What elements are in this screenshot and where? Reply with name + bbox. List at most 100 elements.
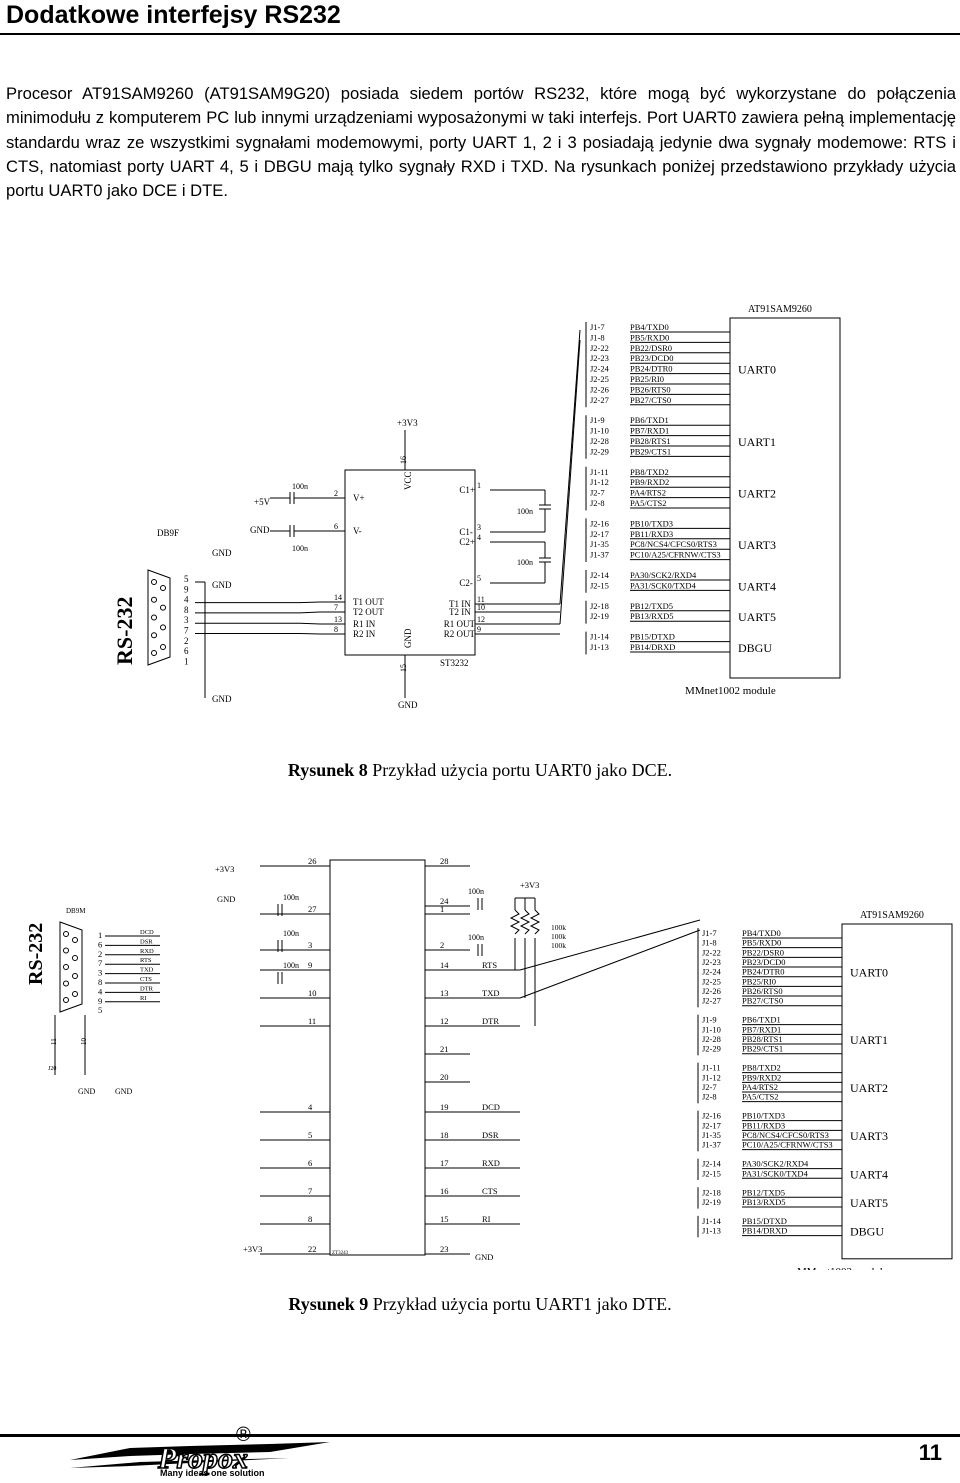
port-pin-label: PB28/RTS1 bbox=[742, 1034, 783, 1044]
ground-label: GND bbox=[250, 525, 270, 535]
connector-pin-label: J2-25 bbox=[702, 976, 721, 986]
wire bbox=[559, 339, 581, 625]
db9-signal-label: DCD bbox=[140, 929, 154, 936]
db9-pin bbox=[151, 579, 157, 585]
ground-label: GND bbox=[212, 580, 232, 590]
ic-pin-name: T2 OUT bbox=[353, 607, 384, 617]
supply-label: +3V3 bbox=[243, 1244, 262, 1254]
ic-pin-name: T1 OUT bbox=[353, 597, 384, 607]
ic-pin-name: R2 IN bbox=[353, 629, 376, 639]
ic-pin-number: 4 bbox=[477, 533, 481, 542]
ic-pin-number: 19 bbox=[440, 1102, 449, 1112]
port-pin-label: PB22/DSR0 bbox=[742, 947, 784, 957]
ic-pin-number: 5 bbox=[308, 1130, 312, 1140]
db9-pin-number: 4 bbox=[98, 986, 103, 996]
port-pin-label: PB22/DSR0 bbox=[630, 343, 672, 353]
connector-pin-label: J1-12 bbox=[590, 477, 609, 487]
db9-pin-number: 3 bbox=[184, 615, 189, 625]
ic-signal-label: DCD bbox=[482, 1102, 500, 1112]
uart-label-uart1: UART1 bbox=[738, 435, 776, 449]
ic-pin-number: 7 bbox=[308, 1186, 312, 1196]
resistor bbox=[519, 909, 531, 935]
db9-label: DB9F bbox=[157, 528, 179, 538]
uart-label-dbgu: DBGU bbox=[738, 641, 772, 655]
port-pin-label: PA30/SCK2/RXD4 bbox=[630, 570, 697, 580]
port-pin-label: PC10/A25/CFRNW/CTS3 bbox=[742, 1140, 833, 1150]
port-pin-label: PB10/TXD3 bbox=[630, 518, 673, 528]
cap-value: 100n bbox=[517, 558, 533, 567]
ground-label: GND bbox=[78, 1087, 96, 1096]
db9-pin bbox=[72, 937, 78, 943]
connector-pin-label: J1-11 bbox=[590, 467, 609, 477]
db9-signal-label: TXD bbox=[140, 967, 154, 974]
port-pin-label: PB11/RXD3 bbox=[630, 529, 673, 539]
ground-label: GND bbox=[475, 1252, 493, 1262]
connector-pin-label: J2-15 bbox=[702, 1168, 721, 1178]
ic-pin-name: V- bbox=[353, 526, 362, 536]
port-pin-label: PB26/RTS0 bbox=[630, 384, 671, 394]
cap-value: 100n bbox=[517, 507, 533, 516]
ic-pin-number: 10 bbox=[477, 603, 485, 612]
port-pin-label: PB10/TXD3 bbox=[742, 1111, 785, 1121]
port-pin-label: PB6/TXD1 bbox=[630, 415, 669, 425]
figure-caption-2: Rysunek 9 Przykład użycia portu UART1 ja… bbox=[0, 1294, 960, 1315]
ic-signal-label: DTR bbox=[482, 1016, 499, 1026]
connector-pin-label: J1-7 bbox=[590, 322, 605, 332]
port-pin-label: PC10/A25/CFRNW/CTS3 bbox=[630, 550, 721, 560]
db9-pin bbox=[63, 964, 69, 970]
db9-pin bbox=[160, 585, 166, 591]
connector-pin-label: J2-28 bbox=[590, 436, 609, 446]
ic-vcc: VCC bbox=[403, 471, 413, 490]
port-pin-label: PA31/SCK0/TXD4 bbox=[630, 580, 697, 590]
ic-pin-number: 6 bbox=[308, 1158, 312, 1168]
ic-pin-number: 14 bbox=[440, 960, 449, 970]
db9-pin-number: 4 bbox=[184, 595, 189, 605]
uart-label-uart5: UART5 bbox=[738, 610, 776, 624]
ic-pin-number: 18 bbox=[440, 1130, 449, 1140]
port-pin-label: PB8/TXD2 bbox=[742, 1063, 781, 1073]
port-pin-label: PB13/RXD5 bbox=[742, 1197, 785, 1207]
ic-gnd: GND bbox=[403, 628, 413, 648]
connector-pin-label: J2-7 bbox=[702, 1082, 717, 1092]
port-pin-label: PB29/CTS1 bbox=[742, 1044, 783, 1054]
connector-pin-label: J1-13 bbox=[590, 642, 609, 652]
db9-pin bbox=[72, 973, 78, 979]
pin-number: 11 bbox=[50, 1038, 58, 1045]
port-pin-label: PA5/CTS2 bbox=[742, 1092, 779, 1102]
pin-number: 10 bbox=[80, 1038, 88, 1046]
connector-pin-label: J2-22 bbox=[702, 947, 721, 957]
connector-pin-label: J2-26 bbox=[702, 986, 721, 996]
module-name-label: MMnet1002 module bbox=[685, 685, 776, 697]
db9-pin bbox=[160, 644, 166, 650]
cap-value: 100n bbox=[283, 961, 299, 970]
ic-pin-number: 17 bbox=[440, 1158, 449, 1168]
connector-pin-label: J2-8 bbox=[702, 1092, 717, 1102]
port-pin-label: PC8/NCS4/CFCS0/RTS3 bbox=[630, 539, 717, 549]
connector-pin-label: J2-19 bbox=[702, 1197, 721, 1207]
port-pin-label: PB24/DTR0 bbox=[630, 364, 673, 374]
connector-pin-label: J1-13 bbox=[702, 1226, 721, 1236]
connector-pin-label: J1-14 bbox=[590, 632, 610, 642]
connector-label: J20 bbox=[48, 1066, 56, 1072]
ic-pin-number: 4 bbox=[308, 1102, 313, 1112]
ic-pin-number: 28 bbox=[440, 856, 449, 866]
db9-pin-number: 8 bbox=[184, 605, 189, 615]
ic-pin-number: 15 bbox=[399, 664, 408, 672]
port-pin-label: PA31/SCK0/TXD4 bbox=[742, 1168, 809, 1178]
supply-label: +3V3 bbox=[397, 418, 418, 428]
resistor-value: 100k bbox=[551, 923, 566, 932]
logo-wordmark: Propox bbox=[157, 1442, 248, 1475]
connector-pin-label: J1-8 bbox=[702, 938, 717, 948]
connector-pin-label: J1-10 bbox=[590, 426, 609, 436]
connector-pin-label: J2-22 bbox=[590, 343, 609, 353]
connector-pin-label: J1-9 bbox=[590, 415, 605, 425]
ic-pin-number: 3 bbox=[308, 940, 312, 950]
connector-pin-label: J1-35 bbox=[590, 539, 609, 549]
port-pin-label: PB6/TXD1 bbox=[742, 1015, 781, 1025]
ic-pin-number: 1 bbox=[440, 904, 444, 914]
connector-pin-label: J1-37 bbox=[590, 550, 609, 560]
db9-pin-number: 1 bbox=[184, 656, 189, 666]
cap-value: 100n bbox=[468, 887, 484, 896]
port-pin-label: PA5/CTS2 bbox=[630, 498, 667, 508]
connector-pin-label: J2-19 bbox=[590, 611, 609, 621]
